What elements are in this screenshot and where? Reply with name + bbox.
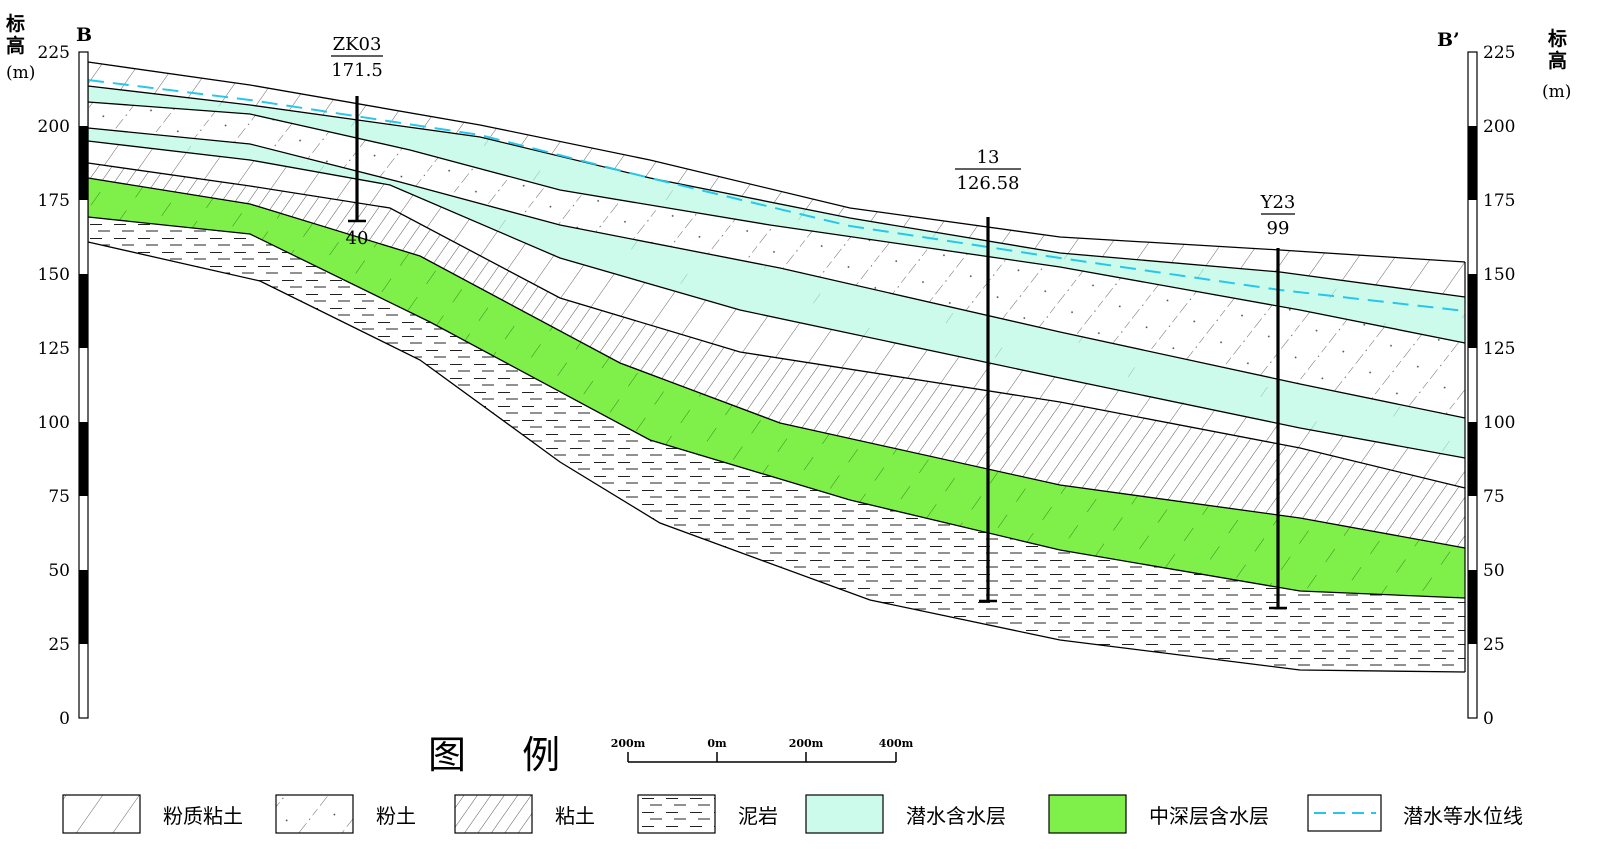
left-tick-label: 225: [38, 43, 70, 63]
right-tick-label: 200: [1483, 117, 1515, 137]
strata-boundary-b7: [87, 216, 1466, 599]
right-tick-label: 50: [1483, 561, 1505, 581]
right-axis-bar: [1467, 51, 1478, 719]
legend-item-solid: 中深层含水层: [1048, 794, 1269, 834]
left-axis-unit: (m): [6, 63, 35, 83]
right-tick-label: 125: [1483, 339, 1515, 359]
right-tick-label: 225: [1483, 43, 1515, 63]
right-axis-scale-segment: [1468, 422, 1477, 496]
legend-swatch: [805, 794, 884, 834]
legend-item-label: 中深层含水层: [1149, 804, 1269, 828]
borehole-13: 13 126.58: [955, 147, 1021, 603]
strata-boundary-b2: [87, 101, 1466, 344]
strata-boundary-b4: [87, 140, 1466, 459]
layer-silty-clay-top: [88, 62, 1465, 297]
legend-item-label: 粉质粘土: [163, 804, 243, 828]
layer-silty-clay-middle: [88, 141, 1465, 488]
right-tick-label: 75: [1483, 487, 1505, 507]
left-axis-title-char-1: 标: [6, 13, 25, 35]
scale-bar-label: 0m: [707, 737, 727, 750]
layer-phreatic-aquifer-lower: [88, 128, 1465, 458]
legend-item-label: 潜水等水位线: [1403, 804, 1523, 828]
strata-boundary-b6: [87, 177, 1466, 549]
left-tick-label: 175: [38, 191, 70, 211]
borehole-elevation: 126.58: [957, 173, 1020, 194]
legend-item-clay: 粘土: [454, 794, 595, 834]
left-tick-label: 75: [48, 487, 70, 507]
strata-boundary-b5: [87, 162, 1466, 489]
legend-swatch: [454, 794, 533, 834]
left-tick-label: 100: [38, 413, 70, 433]
left-tick-label: 150: [38, 265, 70, 285]
left-tick-label: 125: [38, 339, 70, 359]
legend-swatch: [637, 794, 716, 834]
left-tick-label: 200: [38, 117, 70, 137]
borehole-id: ZK03: [333, 34, 382, 55]
left-tick-label: 0: [59, 709, 70, 729]
scale-bar: 200m 0m 200m 400m: [611, 737, 914, 763]
left-axis-bar: [78, 51, 89, 719]
strata-boundary-b8: [87, 241, 1466, 673]
legend-swatch: [275, 794, 354, 834]
legend-item-dashed-line: 潜水等水位线: [1307, 794, 1523, 832]
strata-layers: [88, 62, 1465, 672]
strata-boundary-b0: [87, 61, 1466, 263]
right-tick-label: 25: [1483, 635, 1505, 655]
right-axis-title-char-2: 高: [1548, 49, 1567, 72]
right-axis-scale-segment: [1468, 570, 1477, 644]
legend-item-solid: 潜水含水层: [805, 794, 1006, 834]
strata-boundary-b3: [87, 127, 1466, 419]
borehole-elevation: 99: [1267, 218, 1290, 239]
legend-item-label: 潜水含水层: [906, 804, 1006, 828]
water-table-line: [87, 79, 1466, 312]
section-start-label: B: [76, 24, 92, 46]
right-axis-scale-segment: [1468, 126, 1477, 200]
legend-swatch: [62, 794, 141, 834]
legend-item-silt: 粉土: [275, 794, 416, 834]
borehole-ZK03: ZK03 171.5 40: [331, 34, 383, 249]
left-elevation-axis: 0 25 50 75 100 125 150 175 200 225: [38, 43, 89, 729]
scale-bar-label: 200m: [611, 737, 646, 750]
legend-item-label: 粘土: [555, 804, 595, 828]
right-axis-title-char-1: 标: [1548, 28, 1567, 50]
left-axis-scale-segment: [79, 126, 88, 200]
borehole-id: Y23: [1260, 192, 1296, 213]
left-axis-scale-segment: [79, 274, 88, 348]
legend-title: 图 例: [428, 733, 582, 777]
right-axis-scale-segment: [1468, 274, 1477, 348]
layer-phreatic-aquifer-upper: [88, 86, 1465, 343]
right-tick-label: 175: [1483, 191, 1515, 211]
layer-mudstone: [88, 217, 1465, 672]
right-tick-label: 100: [1483, 413, 1515, 433]
left-tick-label: 50: [48, 561, 70, 581]
right-tick-label: 0: [1483, 709, 1494, 729]
scale-bar-label: 200m: [789, 737, 824, 750]
layer-silt: [88, 102, 1465, 418]
legend: 粉质粘土 粉土 粘土 泥岩 潜水含水层 中深层含水层 潜水等水位线: [62, 794, 1523, 834]
borehole-id: 13: [977, 147, 1000, 168]
layer-clay: [88, 163, 1465, 548]
legend-item-mudstone: 泥岩: [637, 794, 778, 834]
legend-swatch: [1048, 794, 1127, 834]
section-end-label: B’: [1437, 29, 1460, 51]
left-axis-title-char-2: 高: [6, 34, 25, 57]
strata-boundary-b1: [87, 85, 1466, 298]
right-elevation-axis: 0 25 50 75 100 125 150 175 200 225: [1467, 43, 1515, 729]
legend-item-label: 粉土: [376, 804, 416, 828]
scale-bar-label: 400m: [879, 737, 914, 750]
water-table-dashed-line: [87, 79, 1466, 312]
borehole-elevation: 171.5: [331, 60, 383, 81]
legend-item-label: 泥岩: [738, 804, 778, 828]
right-axis-unit: (m): [1542, 82, 1571, 102]
left-axis-scale-segment: [79, 570, 88, 644]
borehole-depth-label: 40: [346, 228, 369, 249]
left-tick-label: 25: [48, 635, 70, 655]
left-axis-scale-segment: [79, 422, 88, 496]
layer-deep-aquifer: [88, 178, 1465, 598]
legend-item-silty-clay: 粉质粘土: [62, 794, 243, 834]
right-tick-label: 150: [1483, 265, 1515, 285]
